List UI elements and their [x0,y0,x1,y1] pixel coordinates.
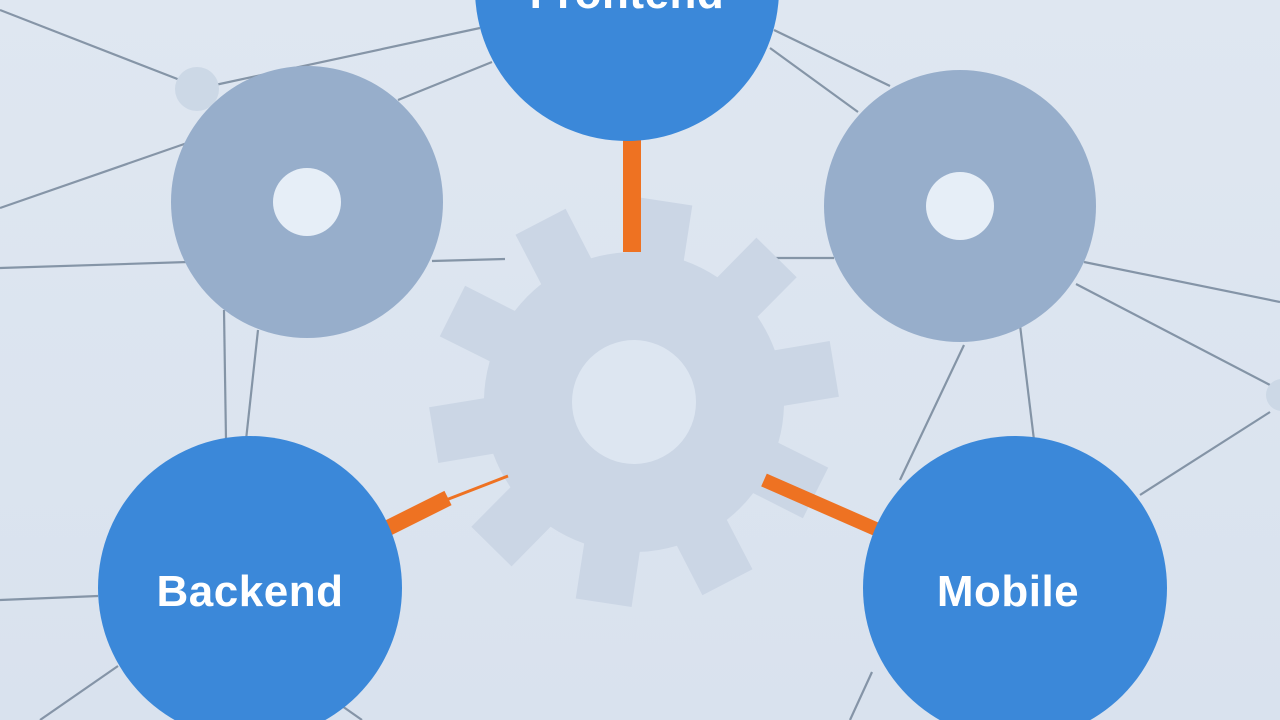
node-right-core [926,172,994,240]
node-backend: Backend [98,436,402,720]
gear-icon [429,197,839,607]
mesh-line [769,47,859,113]
node-left [171,66,443,338]
mesh-line [0,594,99,602]
mesh-line [1083,260,1280,304]
mesh-line [773,29,891,87]
node-frontend-label: Frontend [530,0,725,18]
gear-hub [572,340,696,464]
accent-connectors [384,140,881,537]
mesh-line [341,705,363,720]
connector-backend-thin [445,474,509,502]
node-mobile-circle [863,436,1167,720]
node-left-core [273,168,341,236]
mesh-line [222,309,228,441]
mesh-line [431,257,506,263]
mesh-line [0,260,189,270]
mesh-line [899,344,965,481]
mesh-line [244,329,260,441]
mesh-line [0,8,181,82]
node-frontend: Frontend [475,0,779,141]
node-frontend-circle [475,0,779,141]
node-mobile-label: Mobile [937,567,1079,616]
connector-backend [384,490,452,536]
mesh-line [1018,324,1036,441]
mesh-line [849,671,873,720]
connector-mobile [761,473,881,537]
node-mobile: Mobile [863,436,1167,720]
node-backend-circle [98,436,402,720]
mesh-line [1139,411,1271,496]
mesh-line [397,60,493,102]
mesh-line [1075,283,1271,386]
mesh-line [39,665,119,720]
mesh-dot [175,67,219,111]
mesh-dot [1266,379,1280,411]
node-backend-label: Backend [157,567,344,616]
mesh-line [0,140,191,210]
node-right [824,70,1096,342]
